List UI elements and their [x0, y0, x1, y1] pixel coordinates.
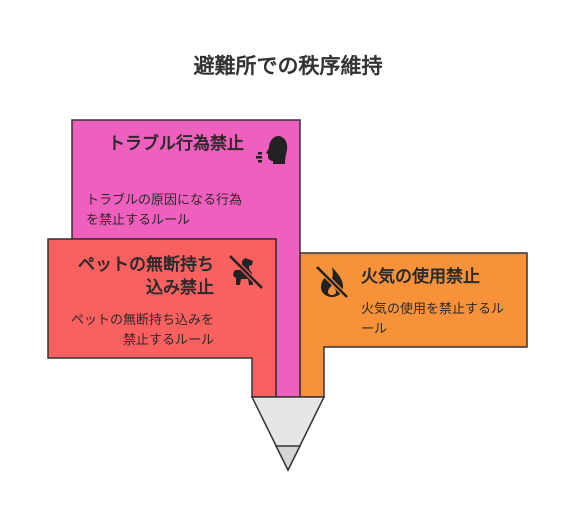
- no-fire-icon: [315, 265, 349, 299]
- pencil-lead: [274, 445, 302, 472]
- diagram-title: 避難所での秩序維持: [193, 54, 383, 78]
- pencil-tip: [250, 396, 326, 472]
- pets-heading: ペットの無断持ち込み禁止: [78, 255, 214, 298]
- no-dog-icon: [228, 254, 264, 290]
- trouble-description: トラブルの原因になる行為を禁止するルール: [86, 193, 243, 228]
- speaking-head-icon: [256, 136, 288, 164]
- fire-heading: 火気の使用禁止: [361, 267, 480, 287]
- pets-description: ペットの無断持ち込みを禁止するルール: [70, 313, 214, 348]
- trouble-heading: トラブル行為禁止: [108, 134, 244, 154]
- fire-description: 火気の使用を禁止するルール: [361, 302, 505, 337]
